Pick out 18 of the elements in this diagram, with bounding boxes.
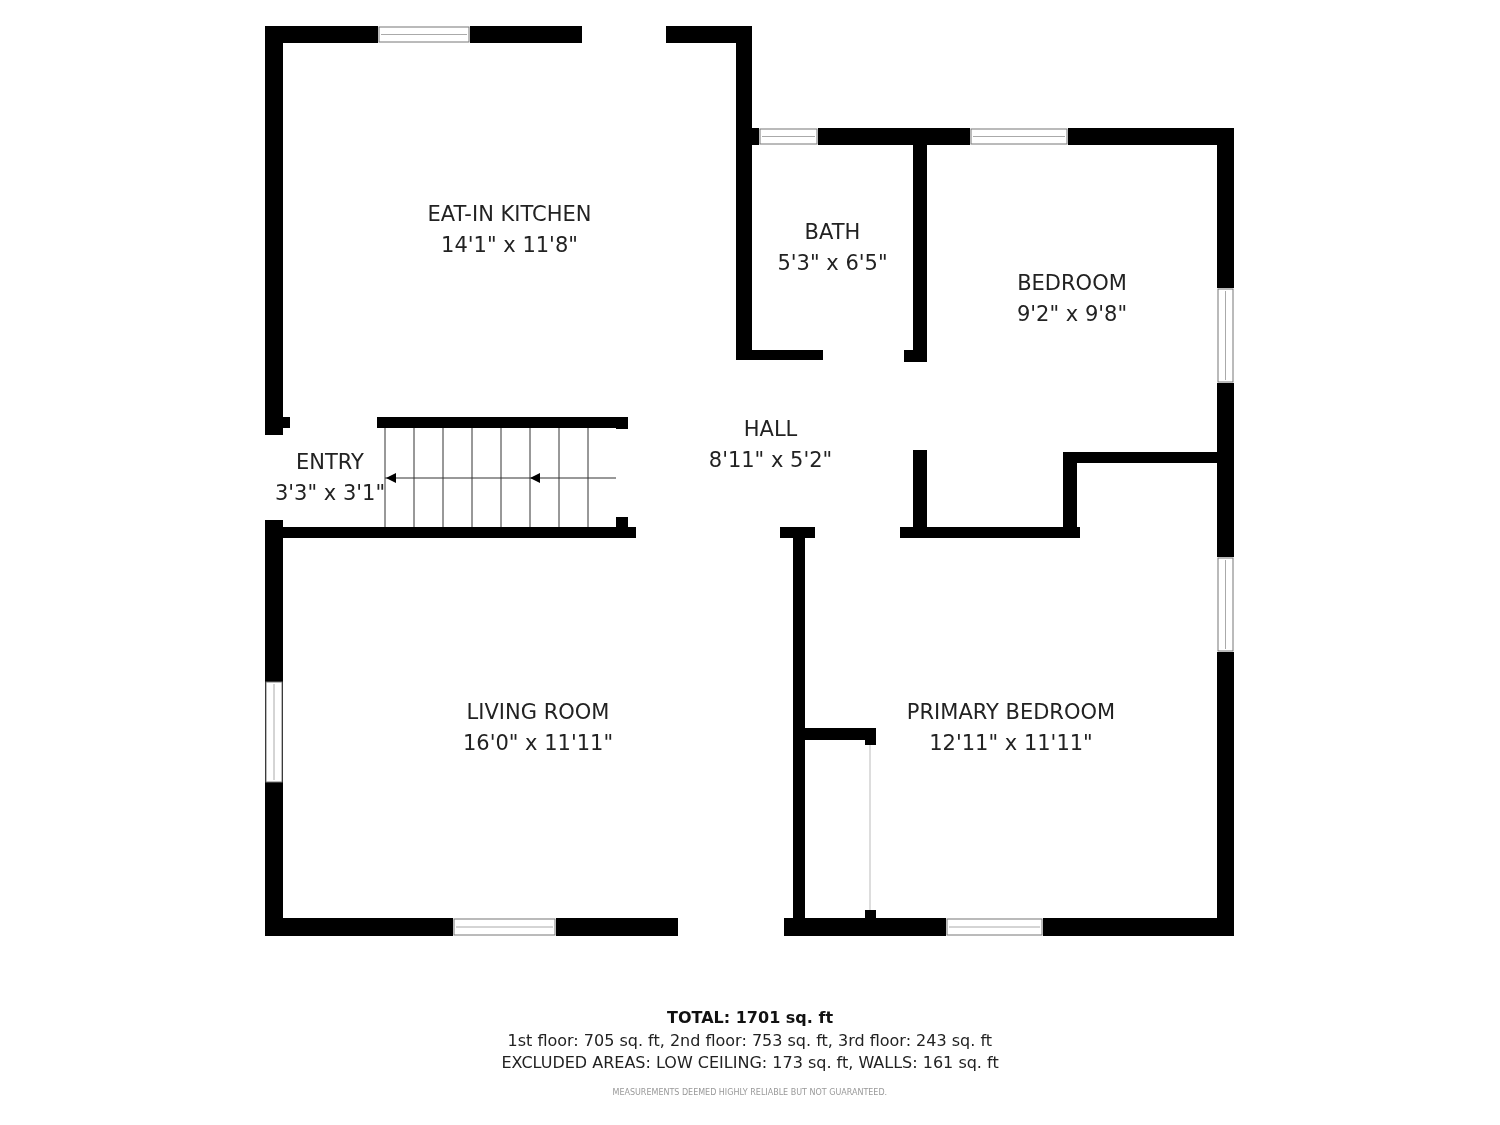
room-name: PRIMARY BEDROOM bbox=[906, 699, 1116, 726]
room-name: BATH bbox=[804, 218, 861, 246]
excluded-areas: EXCLUDED AREAS: LOW CEILING: 173 sq. ft, WALLS: 161 sq. ft bbox=[501, 1053, 999, 1072]
total-area: TOTAL: 1701 sq. ft bbox=[667, 1008, 834, 1027]
disclaimer-note: MEASUREMENTS DEEMED HIGHLY RELIABLE BUT NOT GUARANTEED. bbox=[612, 1088, 888, 1097]
room-dimensions: 14'1" x 11'8" bbox=[441, 232, 578, 259]
room-dimensions: 9'2" x 9'8" bbox=[1016, 300, 1128, 328]
room-dimensions: 16'0" x 11'11" bbox=[462, 730, 614, 757]
room-name: BEDROOM bbox=[1017, 269, 1127, 297]
room-name: EAT-IN KITCHEN bbox=[427, 201, 592, 228]
room-dimensions: 5'3" x 6'5" bbox=[777, 249, 888, 277]
room-dimensions: 8'11" x 5'2" bbox=[708, 446, 833, 474]
room-name: ENTRY bbox=[296, 448, 364, 476]
room-dimensions: 3'3" x 3'1" bbox=[274, 479, 386, 507]
floor-areas: 1st floor: 705 sq. ft, 2nd floor: 753 sq. ft, 3rd floor: 243 sq. ft bbox=[507, 1031, 993, 1050]
room-name: LIVING ROOM bbox=[466, 699, 610, 726]
room-name: HALL bbox=[743, 415, 798, 443]
room-dimensions: 12'11" x 11'11" bbox=[929, 730, 1093, 757]
